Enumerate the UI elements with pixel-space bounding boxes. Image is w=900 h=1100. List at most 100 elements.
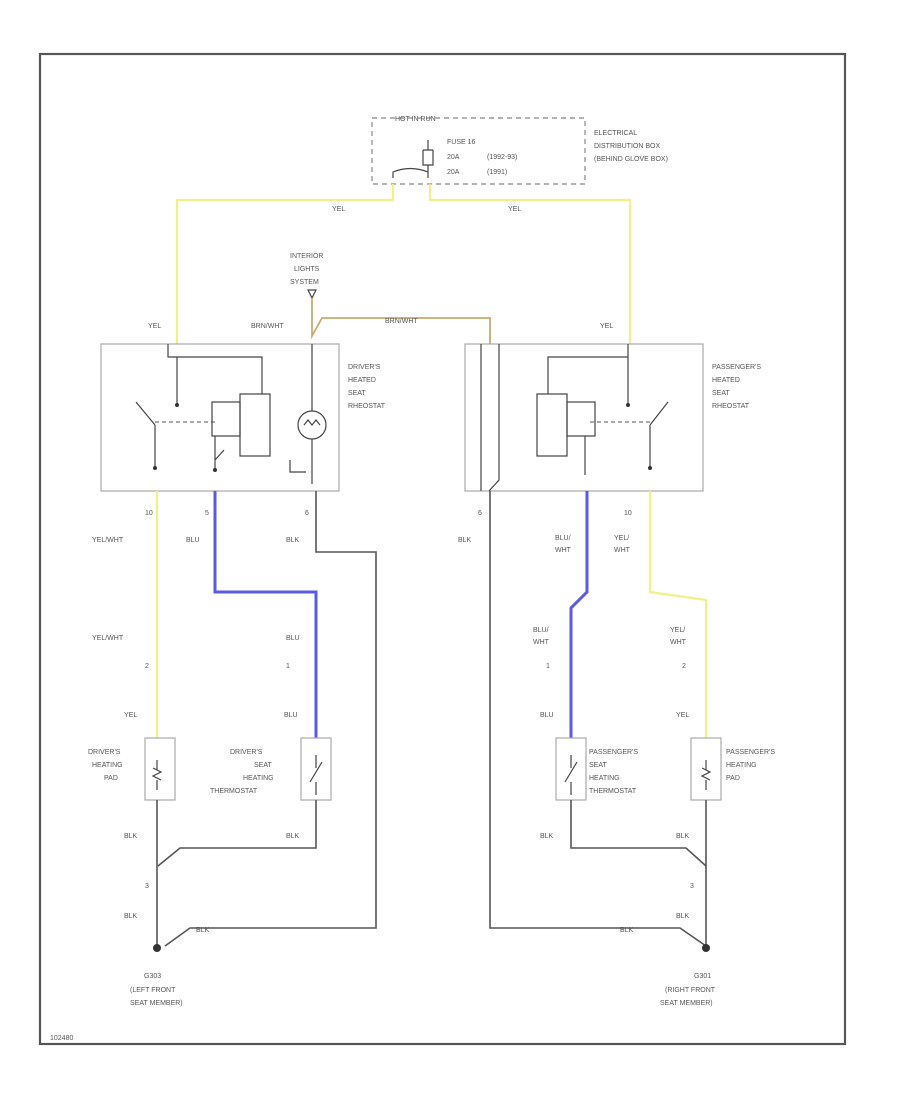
wire-label-yel-wht-driver-lower: YEL/WHT — [92, 635, 124, 642]
passengers-pad-label-1: PASSENGER'S — [726, 749, 775, 756]
pin-2-driver: 2 — [145, 663, 149, 670]
passengers-thermostat-label-1: PASSENGER'S — [589, 749, 638, 756]
fuse-amp-2: 20A — [447, 169, 460, 176]
passengers-pad-label-3: PAD — [726, 775, 740, 782]
drivers-rheostat-label-2: HEATED — [348, 377, 376, 384]
drivers-thermostat-label-4: THERMOSTAT — [210, 788, 258, 795]
fuse-amp-1: 20A — [447, 154, 460, 161]
wire-blu-driver — [213, 491, 318, 738]
pin-3-driver: 3 — [145, 883, 149, 890]
wire-label-yel-driver: YEL — [148, 323, 161, 330]
wire-label-blu-wht-passenger-lower-1: BLU/ — [533, 627, 549, 634]
ground-right-line-1: (RIGHT FRONT — [665, 987, 716, 994]
pin-1-passenger: 1 — [546, 663, 550, 670]
diagram-frame — [38, 52, 847, 1046]
wire-label-blk-passenger-ground: BLK — [676, 913, 690, 920]
ground-g301: G301 (RIGHT FRONT SEAT MEMBER) — [660, 944, 716, 1007]
ground-left-line-1: (LEFT FRONT — [130, 987, 176, 994]
wire-label-yel-top-left: YEL — [332, 206, 345, 213]
drivers-heated-seat-rheostat: DRIVER'S HEATED SEAT RHEOSTAT — [100, 343, 386, 492]
wire-label-blu-driver-thermo: BLU — [284, 712, 298, 719]
wire-label-yel-passenger: YEL — [600, 323, 613, 330]
wire-label-blu-wht-passenger-1: BLU/ — [555, 535, 571, 542]
drivers-pad-label-1: DRIVER'S — [88, 749, 121, 756]
pin-10-driver: 10 — [145, 510, 153, 517]
pin-6-driver: 6 — [305, 510, 309, 517]
passengers-thermostat-label-2: SEAT — [589, 762, 607, 769]
wire-blk-driver-thermo — [157, 800, 317, 867]
wire-yel-wht-passenger — [648, 491, 708, 738]
wire-label-blu-passenger-thermo: BLU — [540, 712, 554, 719]
passengers-rheostat-label-4: RHEOSTAT — [712, 403, 750, 410]
ground-right-code: G301 — [694, 973, 711, 980]
drivers-rheostat-label-3: SEAT — [348, 390, 366, 397]
wire-blk-driver-rheostat — [164, 491, 377, 947]
wire-label-blu-wht-passenger-lower-2: WHT — [533, 639, 550, 646]
wire-yel-left-feed — [175, 184, 395, 344]
wire-label-blk-driver-ground: BLK — [124, 913, 138, 920]
passengers-heated-seat-rheostat: PASSENGER'S HEATED SEAT RHEOSTAT — [464, 343, 761, 492]
hot-in-run-label: HOT IN RUN — [395, 116, 436, 123]
wire-blk-passenger-rheostat — [489, 491, 707, 947]
fuse-label: FUSE 16 — [447, 139, 476, 146]
distribution-box-desc-1: ELECTRICAL — [594, 130, 637, 137]
drivers-thermostat-label-3: HEATING — [243, 775, 274, 782]
distribution-box-desc-2: DISTRIBUTION BOX — [594, 143, 660, 150]
ground-right-line-2: SEAT MEMBER) — [660, 1000, 713, 1007]
wire-label-blk-driver-bottom: BLK — [196, 927, 210, 934]
passengers-thermostat-label-3: HEATING — [589, 775, 620, 782]
pin-2-passenger: 2 — [682, 663, 686, 670]
wire-yel-right-feed — [428, 184, 632, 344]
drivers-pad-label-2: HEATING — [92, 762, 123, 769]
wire-blu-wht-passenger — [569, 491, 589, 738]
wire-label-brn-wht-left: BRN/WHT — [251, 323, 284, 330]
passengers-heating-pad: PASSENGER'S HEATING PAD — [690, 737, 775, 801]
drivers-heating-pad: DRIVER'S HEATING PAD — [88, 737, 176, 801]
wire-label-yel-wht-passenger-2: WHT — [614, 547, 631, 554]
interior-lights-label-3: SYSTEM — [290, 279, 319, 286]
figure-code: 102480 — [50, 1035, 73, 1042]
ground-left-line-2: SEAT MEMBER) — [130, 1000, 183, 1007]
fuse-year-1: (1992-93) — [487, 154, 517, 161]
passengers-thermostat-label-4: THERMOSTAT — [589, 788, 637, 795]
interior-lights-label-1: INTERIOR — [290, 253, 323, 260]
wire-label-yel-driver-pad: YEL — [124, 712, 137, 719]
drivers-pad-label-3: PAD — [104, 775, 118, 782]
passengers-rheostat-label-3: SEAT — [712, 390, 730, 397]
pin-6-passenger: 6 — [478, 510, 482, 517]
interior-lights-system: INTERIOR LIGHTS SYSTEM — [290, 253, 323, 300]
wire-blk-passenger-thermo — [570, 800, 707, 867]
wire-label-blk-passenger-pad: BLK — [676, 833, 690, 840]
drivers-seat-heating-thermostat: DRIVER'S SEAT HEATING THERMOSTAT — [210, 737, 332, 801]
electrical-distribution-box: HOT IN RUN FUSE 16 20A (1992-93) 20A (19… — [371, 116, 668, 185]
interior-lights-label-2: LIGHTS — [294, 266, 320, 273]
wire-label-blu-wht-passenger-2: WHT — [555, 547, 572, 554]
wire-label-yel-top-right: YEL — [508, 206, 521, 213]
wire-label-blk-passenger-top: BLK — [458, 537, 472, 544]
fuse-year-2: (1991) — [487, 169, 507, 176]
drivers-rheostat-label-4: RHEOSTAT — [348, 403, 386, 410]
wire-label-blk-passenger-thermo: BLK — [540, 833, 554, 840]
wire-label-blk-driver-top: BLK — [286, 537, 300, 544]
wire-label-yel-wht-passenger-1: YEL/ — [614, 535, 629, 542]
pin-5-driver: 5 — [205, 510, 209, 517]
pin-1-driver: 1 — [286, 663, 290, 670]
wire-label-blk-driver-thermo: BLK — [286, 833, 300, 840]
wire-label-blk-passenger-bottom: BLK — [620, 927, 634, 934]
distribution-box-desc-3: (BEHIND GLOVE BOX) — [594, 156, 668, 163]
ground-left-code: G303 — [144, 973, 161, 980]
passengers-rheostat-label-2: HEATED — [712, 377, 740, 384]
passengers-rheostat-label-1: PASSENGER'S — [712, 364, 761, 371]
wire-label-yel-wht-passenger-lower-1: YEL/ — [670, 627, 685, 634]
drivers-thermostat-label-1: DRIVER'S — [230, 749, 263, 756]
wire-label-brn-wht-top: BRN/WHT — [385, 318, 418, 325]
wire-label-blk-driver-pad: BLK — [124, 833, 138, 840]
wire-label-yel-wht-driver: YEL/WHT — [92, 537, 124, 544]
wire-label-blu-driver-top: BLU — [186, 537, 200, 544]
wire-label-yel-wht-passenger-lower-2: WHT — [670, 639, 687, 646]
drivers-rheostat-label-1: DRIVER'S — [348, 364, 381, 371]
pin-3-passenger: 3 — [690, 883, 694, 890]
wire-brn-wht — [311, 298, 491, 344]
passengers-seat-heating-thermostat: PASSENGER'S SEAT HEATING THERMOSTAT — [555, 737, 638, 801]
ground-g303: G303 (LEFT FRONT SEAT MEMBER) — [130, 944, 183, 1007]
